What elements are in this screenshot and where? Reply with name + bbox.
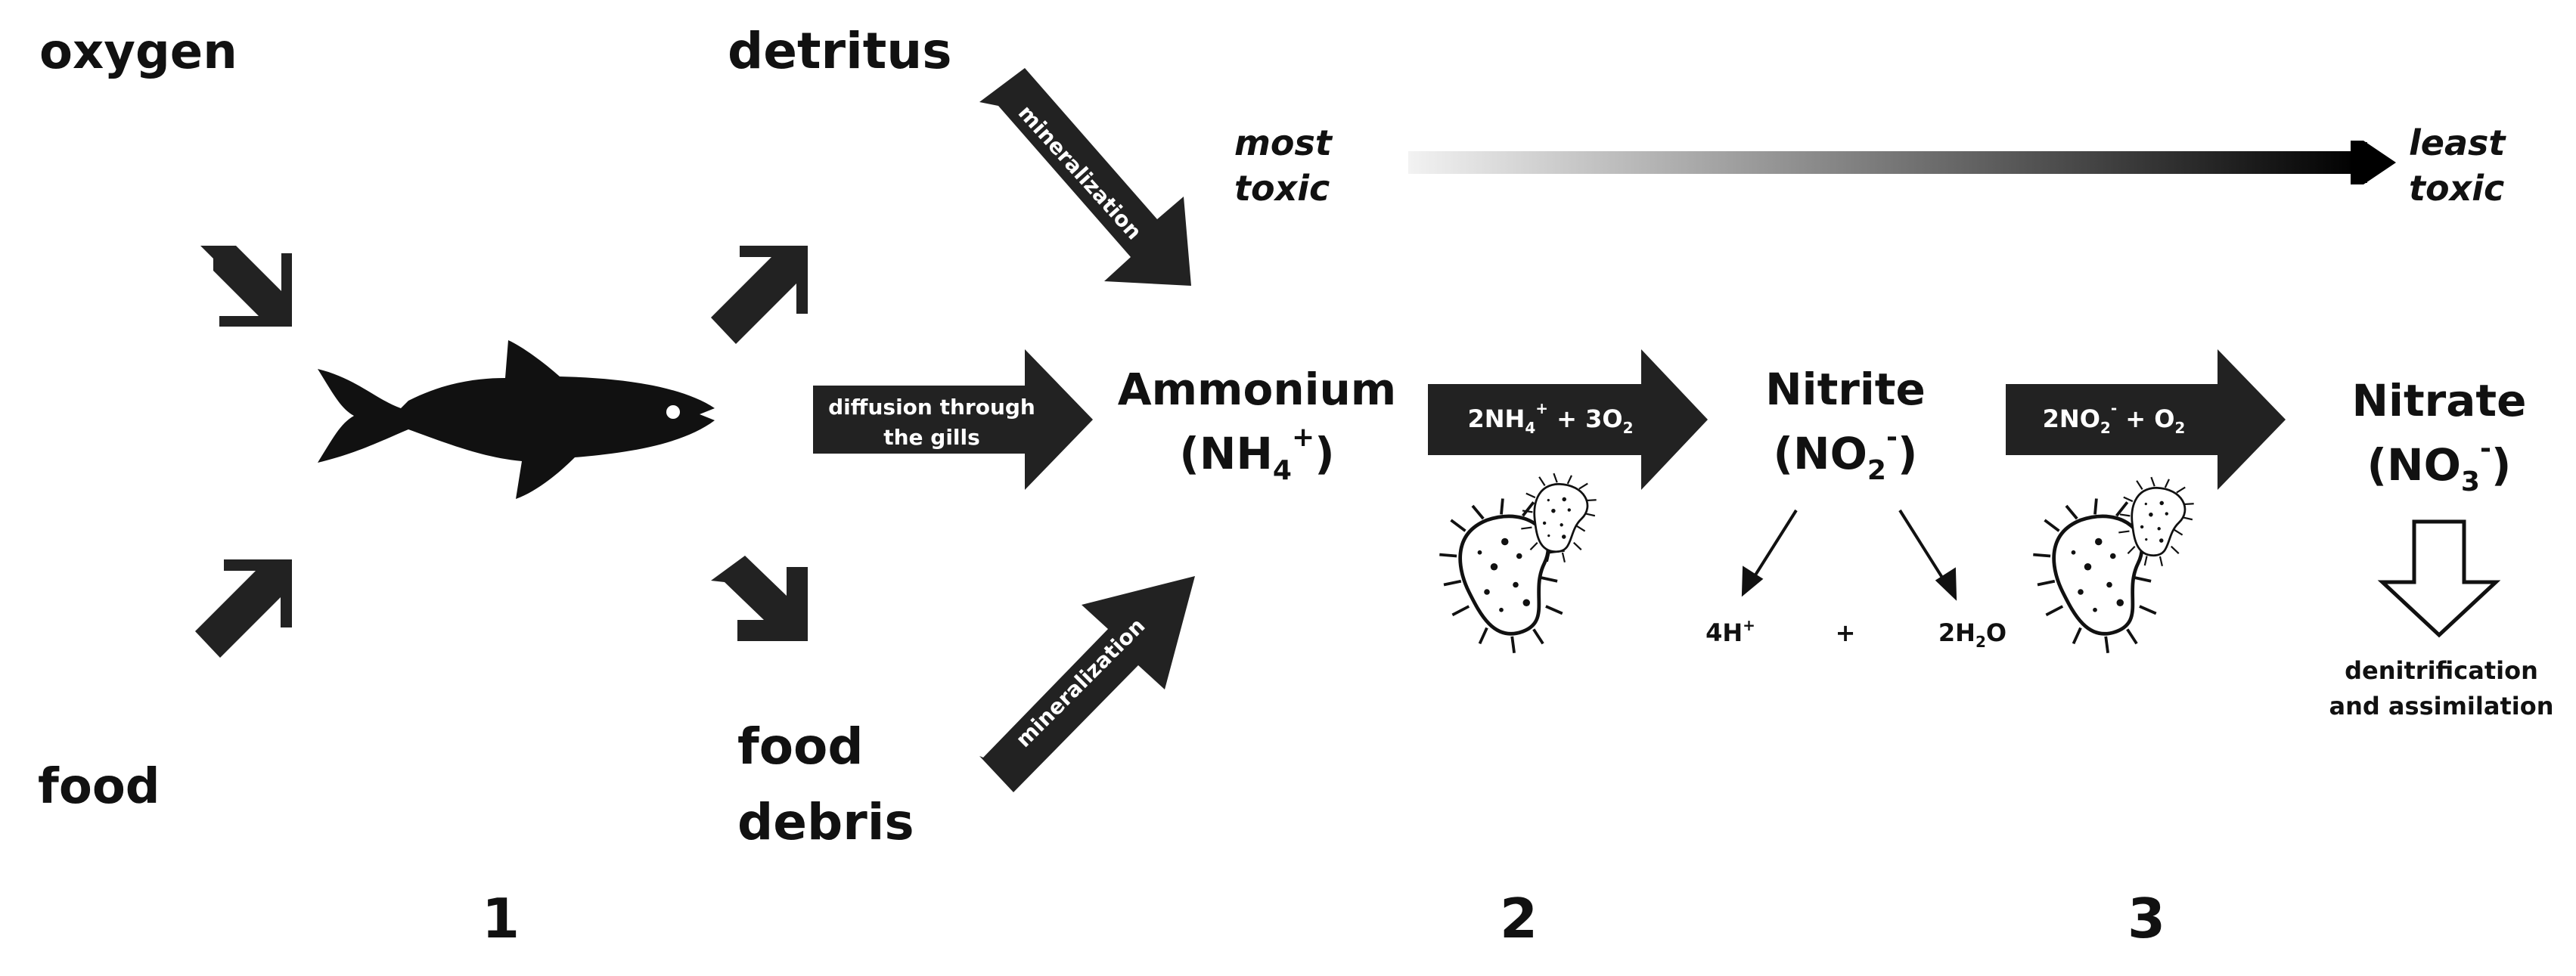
arrow-diffusion: diffusion through the gills	[813, 349, 1093, 490]
arrow-nitratation: 2NO2- + O2	[2006, 349, 2286, 490]
formula-nitrate: (NO3-)	[2367, 433, 2512, 497]
label-nitrate: Nitrate	[2352, 375, 2527, 426]
arrow-mineralization-top: mineralization	[979, 68, 1191, 286]
arrow-denitrification	[2377, 519, 2501, 638]
label-oxygen: oxygen	[39, 24, 237, 80]
label-reaction-1: 2NH4+ + 3O2	[1468, 399, 1634, 437]
label-detritus: detritus	[728, 22, 952, 80]
bacteria-icon	[2033, 465, 2204, 652]
split-arrows	[1741, 509, 1957, 601]
step-number-2: 2	[1500, 887, 1538, 950]
label-food-debris-line1: food	[737, 717, 864, 776]
fish-icon	[318, 340, 715, 499]
label-denitrification-line2: and assimilation	[2329, 692, 2554, 720]
label-most-toxic-line1: most	[1234, 122, 1333, 163]
label-most-toxic-line2: toxic	[1234, 168, 1330, 209]
label-food-debris-line2: debris	[737, 793, 914, 851]
label-mineralization-bottom: mineralization	[1011, 613, 1150, 752]
product-plus: +	[1836, 618, 1856, 647]
step-number-1: 1	[482, 887, 520, 950]
formula-ammonium: (NH4+)	[1179, 422, 1334, 486]
arrow-food-in	[195, 559, 292, 658]
label-nitrite: Nitrite	[1765, 364, 1926, 415]
arrow-up-right-out	[711, 246, 808, 344]
arrow-down-right-out	[711, 556, 808, 641]
label-least-toxic-line1: least	[2409, 122, 2506, 163]
arrow-nitritation: 2NH4+ + 3O2	[1428, 349, 1708, 490]
step-number-3: 3	[2128, 887, 2165, 950]
label-diffusion-line1: diffusion through	[828, 395, 1035, 420]
label-reaction-2: 2NO2- + O2	[2043, 399, 2186, 437]
label-diffusion-line2: the gills	[883, 425, 980, 450]
label-denitrification-line1: denitrification	[2345, 656, 2538, 685]
product-water: 2H2O	[1938, 618, 2006, 651]
arrow-mineralization-bottom: mineralization	[979, 576, 1195, 792]
formula-nitrite: (NO2-)	[1774, 422, 1918, 486]
label-mineralization-top: mineralization	[1013, 101, 1147, 245]
toxicity-gradient-arrow	[1408, 141, 2396, 184]
label-ammonium: Ammonium	[1118, 364, 1397, 415]
label-food: food	[38, 759, 160, 815]
arrow-oxygen-in	[200, 246, 292, 327]
label-least-toxic-line2: toxic	[2409, 168, 2504, 209]
bacteria-icon	[1439, 461, 1606, 652]
product-hydrogen: 4H+	[1705, 616, 1755, 647]
